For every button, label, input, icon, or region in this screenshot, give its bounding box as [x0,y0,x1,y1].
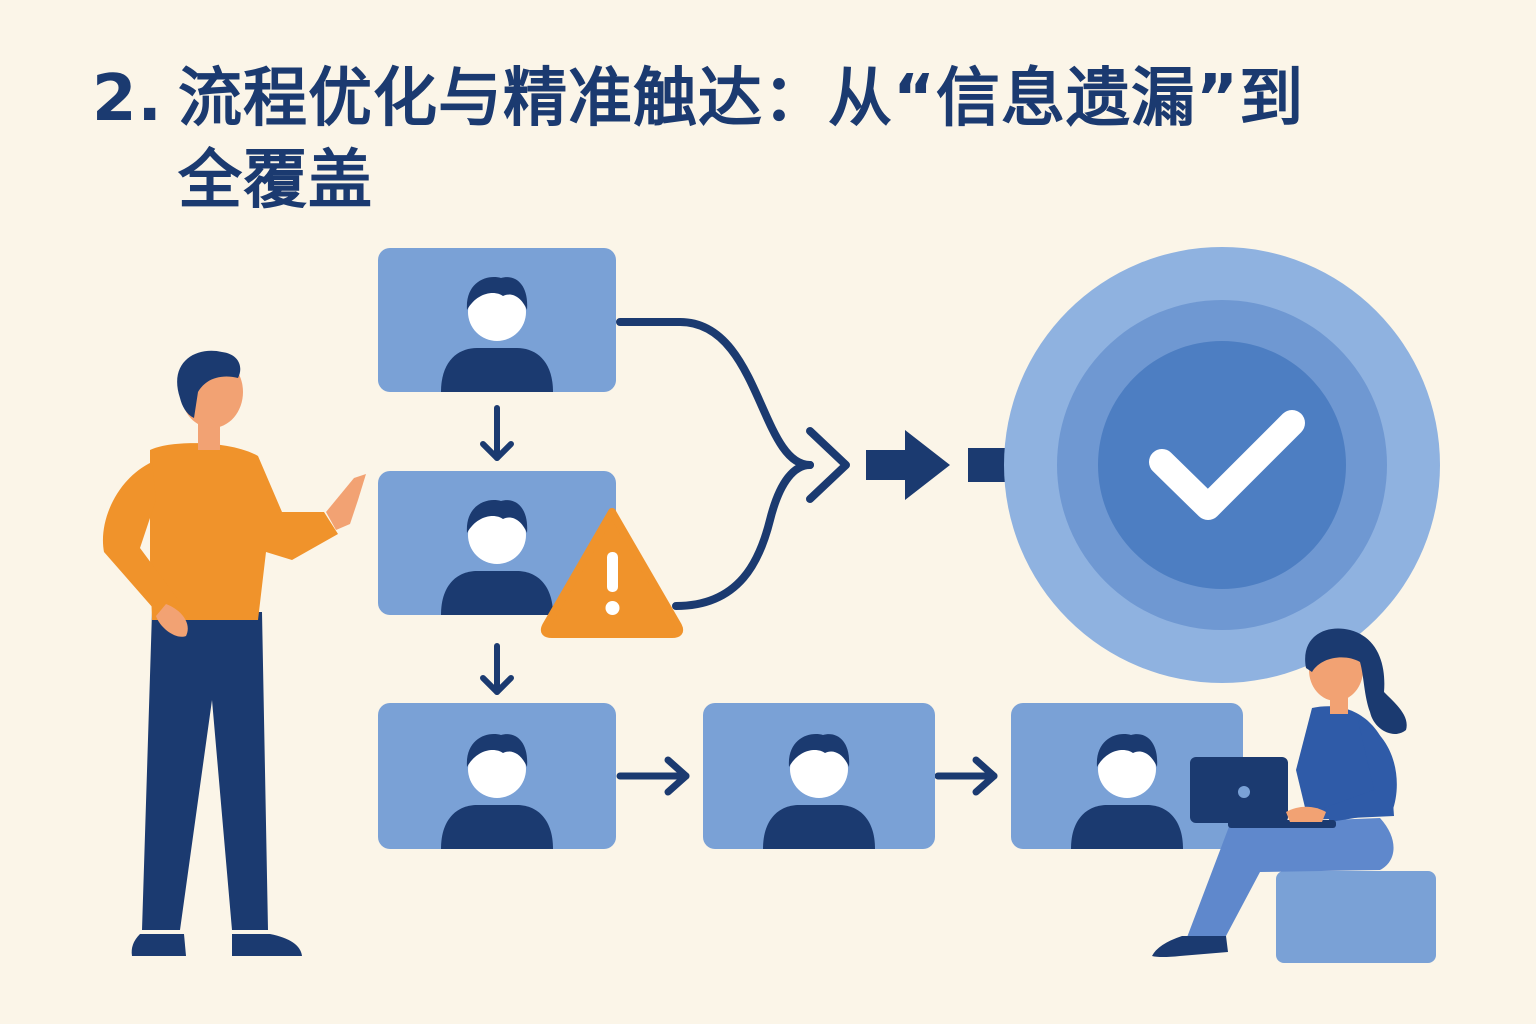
check-circle-icon [1149,410,1305,520]
vertical-arrow-2 [480,643,514,695]
merge-curves [616,318,850,610]
block-arrow-small [866,430,950,500]
title-line-2: 全覆盖 [178,144,373,218]
process-card-5 [1011,703,1243,849]
process-card-1 [378,248,616,392]
success-target [1004,247,1440,683]
warning-triangle-icon [540,508,684,638]
page-title: 2.流程优化与精准触达：从“信息遗漏”到 全覆盖 [92,58,1472,222]
title-number: 2. [92,62,163,136]
horizontal-arrow-1 [616,756,690,796]
process-card-4 [703,703,935,849]
presenter-figure [102,350,366,956]
vertical-arrow-1 [480,405,514,461]
laptop-user-figure [1152,628,1436,963]
process-card-2 [378,471,616,615]
horizontal-arrow-2 [934,756,998,796]
process-card-3 [378,703,616,849]
title-line-1: 流程优化与精准触达：从“信息遗漏”到 [178,62,1305,136]
